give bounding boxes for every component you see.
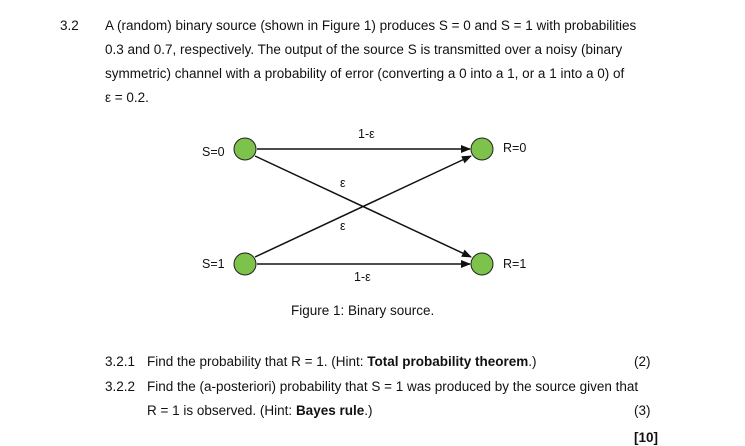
- subquestion-number-1: 3.2.1: [105, 354, 136, 369]
- question-number: 3.2: [60, 18, 79, 33]
- subquestion-text-2-line1: Find the (a-posteriori) probability that…: [147, 379, 639, 394]
- edge-label-bottom: 1-ε: [354, 270, 371, 284]
- edge-s1-r0: [254, 155, 472, 258]
- subquestion-number-2: 3.2.2: [105, 379, 136, 394]
- question-line-1: A (random) binary source (shown in Figur…: [105, 18, 637, 33]
- subquestion-hint-1: Total probability theorem: [367, 354, 529, 369]
- figure-caption: Figure 1: Binary source.: [291, 303, 435, 318]
- node-label-s1: S=1: [202, 257, 225, 271]
- subquestion-text-1-post: .): [528, 354, 537, 369]
- subquestion-hint-2: Bayes rule: [295, 403, 365, 418]
- edge-label-top: 1-ε: [358, 127, 375, 141]
- node-s1: [233, 252, 257, 276]
- node-label-r1: R=1: [503, 257, 527, 271]
- node-s0: [233, 137, 257, 161]
- subquestion-text-1-pre: Find the probability that R = 1. (Hint:: [147, 354, 368, 369]
- node-label-s0: S=0: [202, 145, 225, 159]
- edge-label-cross-down: ε: [340, 176, 346, 190]
- subquestion-marks-1: (2): [634, 354, 651, 369]
- node-r1: [470, 252, 494, 276]
- subquestion-text-2-post: .): [364, 403, 373, 418]
- subquestion-marks-2: (3): [634, 403, 651, 418]
- question-line-4: ε = 0.2.: [105, 90, 149, 105]
- subquestion-text-1: Find the probability that R = 1. (Hint: …: [147, 354, 537, 370]
- edge-label-cross-up: ε: [340, 219, 346, 233]
- question-line-2: 0.3 and 0.7, respectively. The output of…: [105, 42, 623, 57]
- node-label-r0: R=0: [503, 141, 527, 155]
- subquestion-text-2-line2: R = 1 is observed. (Hint: Bayes rule.): [147, 403, 372, 419]
- subquestion-text-2-pre: R = 1 is observed. (Hint:: [147, 403, 296, 418]
- node-r0: [470, 137, 494, 161]
- question-line-3: symmetric) channel with a probability of…: [105, 66, 625, 81]
- total-marks: [10]: [634, 430, 659, 445]
